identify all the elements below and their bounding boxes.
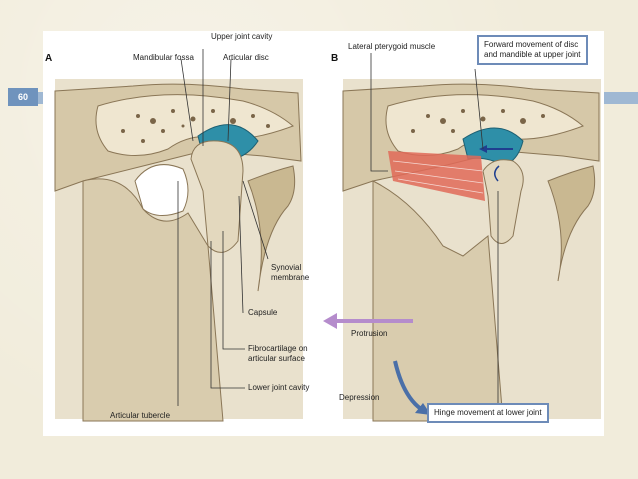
tmj-illustration bbox=[54, 49, 601, 422]
styloid-process-b bbox=[547, 165, 596, 282]
leader-lines-b bbox=[370, 53, 499, 406]
label-upper-joint-cavity: Upper joint cavity bbox=[211, 32, 273, 41]
hinge-arrow bbox=[494, 165, 500, 182]
bone-texture-b bbox=[411, 109, 545, 133]
mandible-ramus-b bbox=[372, 180, 504, 422]
label-mandibular-fossa: Mandibular fossa bbox=[133, 53, 194, 62]
label-fibrocartilage-2: articular surface bbox=[248, 354, 305, 363]
hinge-movement-text: Hinge movement at lower joint bbox=[434, 408, 542, 417]
label-capsule: Capsule bbox=[248, 308, 278, 317]
page-number: 60 bbox=[8, 88, 38, 106]
condyle-b bbox=[482, 159, 524, 244]
mandible-ramus-a bbox=[82, 178, 224, 422]
forward-movement-line-2: and mandible at upper joint bbox=[484, 50, 581, 59]
label-synovial-2: membrane bbox=[271, 273, 310, 282]
panel-b-letter: B bbox=[331, 53, 339, 64]
callout-hinge-movement: Hinge movement at lower joint bbox=[427, 403, 549, 423]
callout-forward-movement: Forward movement of disc and mandible at… bbox=[477, 35, 588, 65]
label-articular-tubercle: Articular tubercle bbox=[110, 411, 171, 420]
accent-bar-right bbox=[604, 92, 638, 104]
condyle-a bbox=[190, 140, 244, 253]
label-lower-joint-cavity: Lower joint cavity bbox=[248, 383, 310, 392]
styloid-process-a bbox=[247, 165, 296, 292]
muscle-fibers bbox=[392, 160, 484, 194]
label-fibrocartilage-1: Fibrocartilage on bbox=[248, 344, 308, 353]
label-articular-disc: Articular disc bbox=[223, 53, 269, 62]
label-depression: Depression bbox=[339, 393, 380, 402]
sigmoid-notch-a bbox=[134, 164, 189, 216]
leader-lines-a bbox=[177, 49, 269, 406]
label-synovial-1: Synovial bbox=[271, 263, 302, 272]
accent-bar-left bbox=[38, 92, 43, 104]
bone-texture-a bbox=[121, 109, 270, 143]
fossa-bone-b bbox=[385, 94, 584, 156]
label-protrusion: Protrusion bbox=[351, 329, 388, 338]
panel-a-letter: A bbox=[45, 53, 53, 64]
depression-arrow-shaft bbox=[393, 360, 423, 411]
forward-movement-line-1: Forward movement of disc bbox=[484, 40, 579, 49]
protrusion-arrow-head bbox=[323, 313, 337, 329]
label-lateral-pterygoid: Lateral pterygoid muscle bbox=[348, 42, 436, 51]
tmj-figure: A B Upper joint cavity Mandibular fossa … bbox=[43, 31, 604, 436]
